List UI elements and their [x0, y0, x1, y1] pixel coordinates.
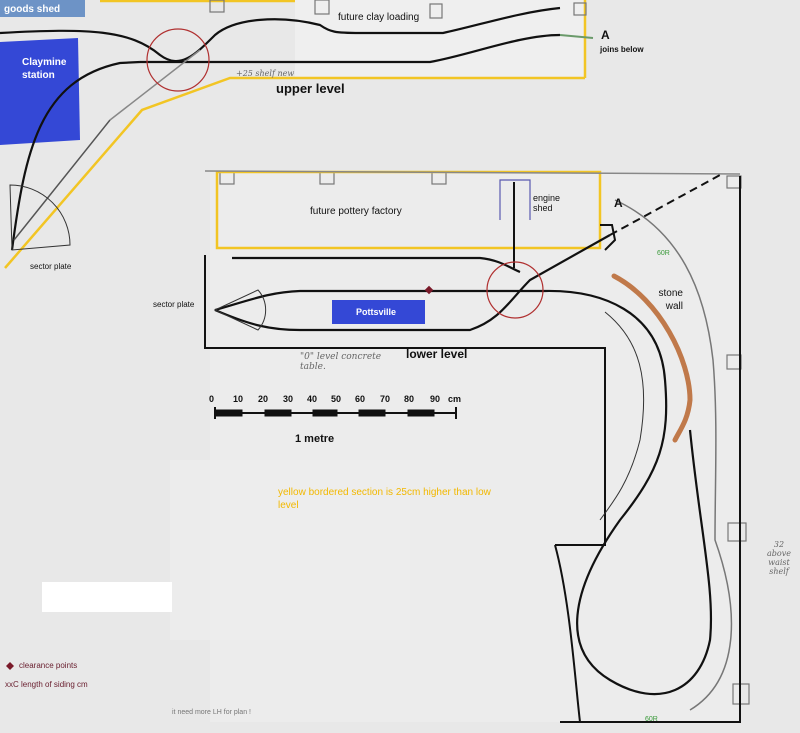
scale-tick: 10	[233, 394, 244, 404]
claymine-station-label: Claymine station	[22, 57, 67, 81]
engine-shed-label: engine shed	[533, 193, 561, 213]
scale-bar	[214, 407, 457, 419]
joins-below-label: joins below	[600, 45, 644, 54]
lower-level-title: lower level	[406, 347, 468, 361]
radius-label-bottom: 60R	[645, 716, 658, 723]
yellow-section-note: yellow bordered section is 25cm higher t…	[278, 487, 491, 511]
pottsville-label: Pottsville	[356, 307, 397, 317]
scale-unit: cm	[448, 394, 462, 404]
goods-shed-label: goods shed	[4, 4, 61, 15]
goods-shed-building	[0, 0, 85, 17]
scale-tick: 90	[430, 394, 441, 404]
legend-siding: xxC length of siding cm	[5, 680, 88, 689]
claymine-station-building	[0, 38, 80, 145]
stone-wall-label: stone wall	[658, 288, 683, 312]
radius-label-top: 60R	[657, 250, 670, 257]
waist-shelf-note: 32 above waist shelf	[767, 540, 791, 576]
upper-sector-plate	[9, 184, 71, 251]
scale-tick: 40	[307, 394, 318, 404]
lower-turntable-circle	[486, 261, 544, 319]
scale-label: 1 metre	[295, 433, 335, 445]
legend-clearance: clearance points	[19, 661, 78, 670]
clearance-point-icon	[6, 662, 14, 670]
white-patch	[42, 582, 172, 612]
scale-tick: 20	[258, 394, 269, 404]
lower-sector-plate-label: sector plate	[153, 300, 195, 309]
lower-tracks	[214, 234, 713, 696]
upper-level-title: upper level	[276, 81, 345, 96]
scale-tick: 60	[355, 394, 366, 404]
marker-a-upper: A	[601, 28, 610, 42]
stone-wall	[611, 273, 693, 443]
upper-sector-plate-label: sector plate	[30, 262, 72, 271]
future-clay-loading-label: future clay loading	[338, 12, 420, 23]
scale-tick: 70	[380, 394, 391, 404]
upper-tracks	[0, 6, 561, 251]
marker-a-lower: A	[614, 196, 623, 210]
scale-tick: 50	[331, 394, 342, 404]
shelf-note: +25 shelf new	[236, 69, 295, 78]
pottsville-station-building	[332, 300, 425, 324]
scale-tick: 0	[209, 394, 215, 404]
upper-level-border	[4, 0, 587, 269]
lower-sector-plate	[213, 289, 267, 331]
scale-tick: 80	[404, 394, 415, 404]
scale-tick: 30	[283, 394, 294, 404]
table-note: "0" level concrete table.	[300, 352, 382, 372]
upper-turntable-circle	[146, 28, 210, 92]
pottery-factory-label: future pottery factory	[310, 206, 402, 217]
footer-note: it need more LH for plan !	[172, 709, 251, 716]
